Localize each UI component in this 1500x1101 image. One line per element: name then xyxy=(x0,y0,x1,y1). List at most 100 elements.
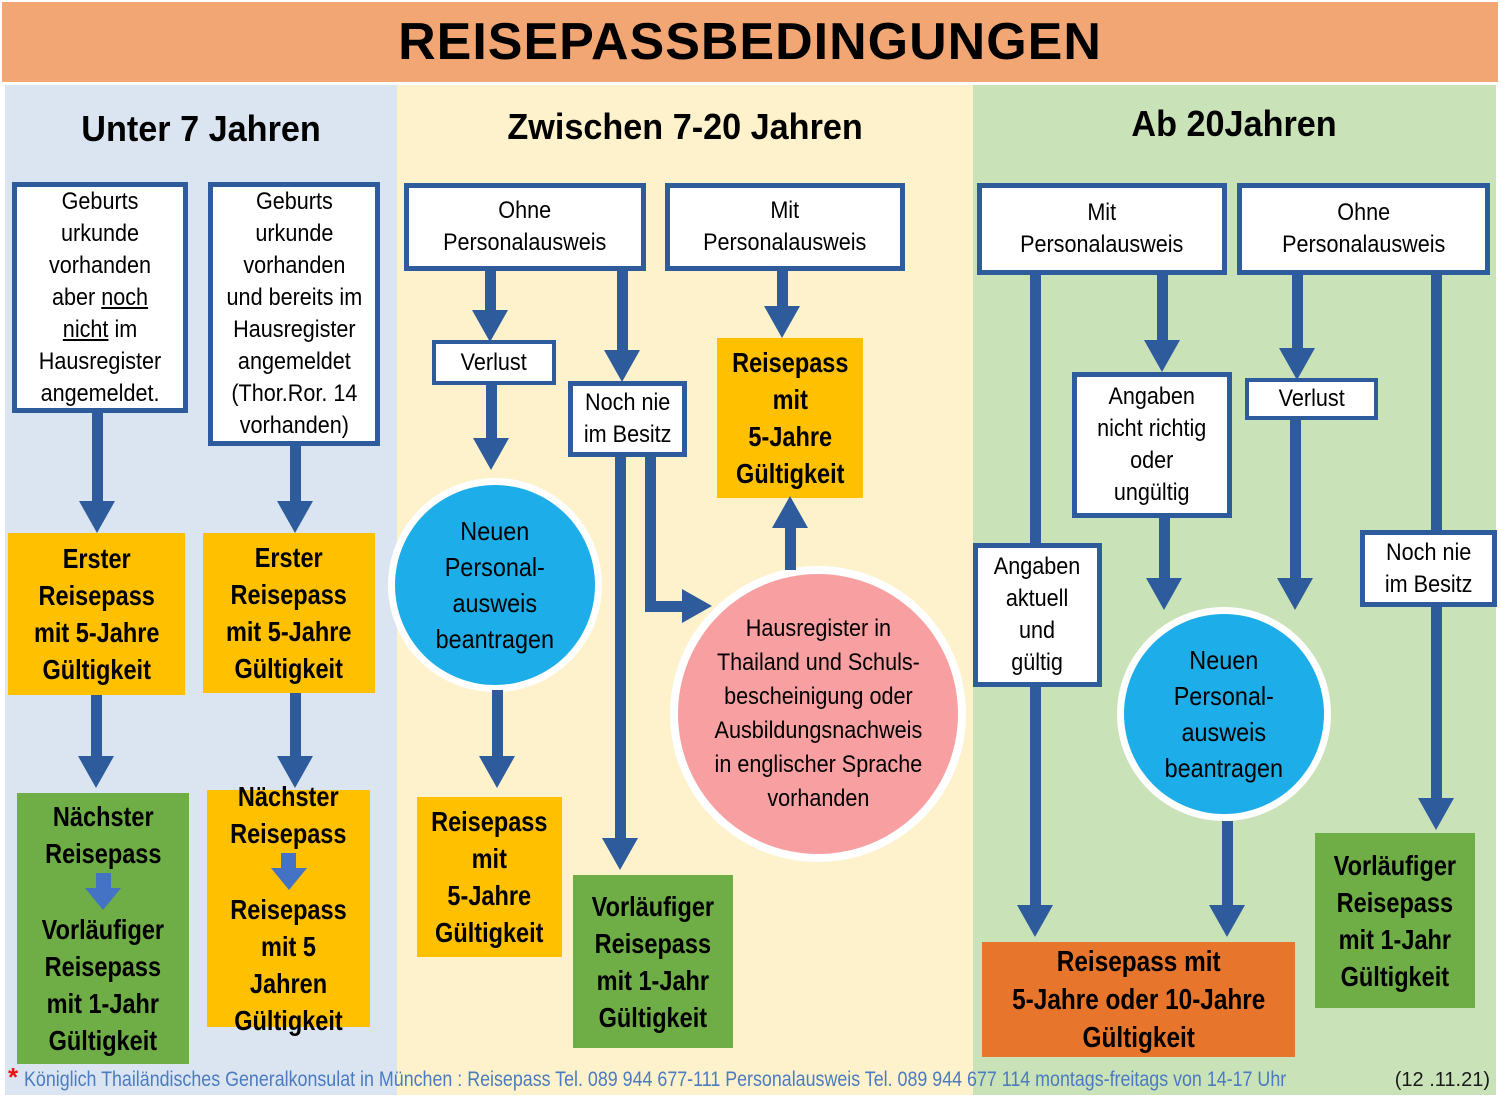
box-reisepass-5-jahre-oben: Reisepass mit 5-Jahre Gültigkeit xyxy=(717,338,863,498)
box-text: Reisepass mit 5-Jahre oder 10-Jahre Gült… xyxy=(1011,945,1266,1054)
arrow-head-down-icon xyxy=(79,501,115,533)
column-header-under-7: Unter 7 Jahren xyxy=(5,108,397,150)
arrow-shaft xyxy=(485,271,496,310)
column-header-text: Unter 7 Jahren xyxy=(81,108,321,149)
arrow-head-down-icon xyxy=(1418,798,1454,830)
box-mit-personalausweis-ab-20: Mit Personalausweis xyxy=(977,183,1227,275)
box-text: Ohne Personalausweis xyxy=(1281,199,1446,258)
box-noch-nie-im-besitz-7-20: Noch nie im Besitz xyxy=(568,381,687,457)
box-angaben-nicht-richtig: Angaben nicht richtig oder ungültig xyxy=(1072,372,1232,518)
arrow-shaft xyxy=(1222,821,1233,905)
column-header-text: Ab 20Jahren xyxy=(1131,103,1338,144)
down-arrow-icon xyxy=(270,853,307,890)
box-verlust-ab-20: Verlust xyxy=(1245,378,1378,420)
arrow-head-down-icon xyxy=(604,350,640,382)
box-text: Geburts urkunde vorhanden aber noch nich… xyxy=(39,186,161,410)
arrow-shaft xyxy=(492,690,503,756)
box-text: Nächster Reisepass xyxy=(44,801,162,869)
box-reisepass-5-jahre-unten: Reisepass mit 5-Jahre Gültigkeit xyxy=(417,797,562,957)
arrow-head-down-icon xyxy=(764,306,800,338)
footer-asterisk: * xyxy=(8,1062,19,1092)
arrow-shaft xyxy=(1290,420,1301,578)
underlined-text: nicht xyxy=(62,315,109,343)
column-header-text: Zwischen 7-20 Jahren xyxy=(507,106,863,147)
box-naechster-reisepass-5-jahre: Nächster Reisepass Reisepass mit 5 Jahre… xyxy=(207,781,370,1036)
arrow-shaft xyxy=(785,528,796,570)
circle-neuer-personalausweis-ab-20: Neuen Personal- ausweis beantragen xyxy=(1117,607,1331,821)
box-text: Reisepass mit 5 Jahren Gültigkeit xyxy=(230,894,347,1036)
arrow-shaft xyxy=(1292,275,1303,348)
box-text: Vorläufiger Reisepass mit 1-Jahr Gültigk… xyxy=(591,890,715,1033)
arrow-head-down-icon xyxy=(1144,340,1180,372)
column-header-7-20: Zwischen 7-20 Jahren xyxy=(397,106,973,148)
box-vorlaeufiger-reisepass-ab-20: Vorläufiger Reisepass mit 1-Jahr Gültigk… xyxy=(1315,833,1475,1008)
box-text: Angaben nicht richtig oder ungültig xyxy=(1097,383,1207,506)
box-text: Erster Reisepass mit 5-Jahre Gültigkeit xyxy=(226,542,352,684)
column-header-over-20: Ab 20Jahren xyxy=(973,103,1496,145)
arrow-head-down-icon xyxy=(602,838,638,870)
box-text: Noch nie im Besitz xyxy=(1384,538,1473,598)
box-text: Vorläufiger Reisepass mit 1-Jahr Gültigk… xyxy=(1333,849,1457,992)
arrow-head-down-icon xyxy=(78,756,114,788)
box-mit-personalausweis-7-20: Mit Personalausweis xyxy=(665,183,905,271)
box-reisepass-5-oder-10-jahre: Reisepass mit 5-Jahre oder 10-Jahre Gült… xyxy=(982,942,1295,1057)
circle-neuer-personalausweis-7-20: Neuen Personal- ausweis beantragen xyxy=(388,478,602,692)
arrow-head-down-icon xyxy=(473,438,509,470)
box-text: Mit Personalausweis xyxy=(1020,199,1184,258)
down-arrow-icon xyxy=(85,873,121,910)
arrow-shaft xyxy=(1431,275,1442,530)
arrow-head-down-icon xyxy=(277,756,313,788)
arrow-head-up-icon xyxy=(772,496,808,528)
arrow-head-down-icon xyxy=(479,756,515,788)
box-text: Reisepass mit 5-Jahre Gültigkeit xyxy=(431,806,548,948)
box-text: Mit Personalausweis xyxy=(703,197,867,256)
box-text: Verlust xyxy=(460,348,528,376)
circle-inner: Neuen Personal- ausweis beantragen xyxy=(395,485,595,685)
box-text: Geburts urkunde vorhanden und bereits im… xyxy=(226,188,362,439)
circle-inner: Neuen Personal- ausweis beantragen xyxy=(1124,614,1324,814)
box-erster-reisepass-rechts: Erster Reisepass mit 5-Jahre Gültigkeit xyxy=(203,533,375,693)
box-ohne-personalausweis-ab-20: Ohne Personalausweis xyxy=(1237,183,1490,275)
arrow-shaft xyxy=(777,271,788,306)
arrow-head-down-icon xyxy=(472,310,508,342)
circle-inner: Hausregister in Thailand und Schuls- bes… xyxy=(678,574,958,854)
box-geburtsurkunde-registriert: Geburts urkunde vorhanden und bereits im… xyxy=(208,182,380,446)
arrow-shaft xyxy=(617,271,628,350)
arrow-head-down-icon xyxy=(1279,348,1315,380)
arrow-head-down-icon xyxy=(1209,905,1245,937)
arrow-shaft xyxy=(1159,518,1170,578)
arrow-shaft xyxy=(486,385,497,438)
underlined-text: noch xyxy=(101,283,149,311)
box-text: Verlust xyxy=(1278,385,1345,412)
box-erster-reisepass-links: Erster Reisepass mit 5-Jahre Gültigkeit xyxy=(8,533,185,695)
box-angaben-aktuell-gueltig: Angaben aktuell und gültig xyxy=(973,543,1102,687)
arrow-head-down-icon xyxy=(1017,905,1053,937)
box-text: Noch nie im Besitz xyxy=(583,389,672,448)
title-bar: REISEPASSBEDINGUNGEN xyxy=(2,2,1498,82)
arrow-shaft xyxy=(615,457,626,838)
arrow-head-down-icon xyxy=(1146,578,1182,610)
circle-text: Neuen Personal- ausweis beantragen xyxy=(1164,645,1284,783)
box-text: Ohne Personalausweis xyxy=(443,197,607,256)
arrow-shaft xyxy=(1157,275,1168,340)
box-ohne-personalausweis-7-20: Ohne Personalausweis xyxy=(404,183,646,271)
text-segment: im Hausregister angemeldet. xyxy=(38,315,162,407)
box-text: Reisepass mit 5-Jahre Gültigkeit xyxy=(731,347,849,489)
arrow-shaft xyxy=(92,413,103,501)
text-segment: Geburts urkunde vorhanden aber xyxy=(48,187,152,311)
footer-date: (12 .11.21) xyxy=(1394,1069,1490,1091)
circle-hausregister-nachweis: Hausregister in Thailand und Schuls- bes… xyxy=(670,566,966,862)
footer-consulate-info: Königlich Thailändisches Generalkonsulat… xyxy=(24,1068,1287,1091)
arrow-shaft xyxy=(645,601,682,612)
box-vorlaeufiger-reisepass-7-20: Vorläufiger Reisepass mit 1-Jahr Gültigk… xyxy=(573,875,733,1048)
box-geburtsurkunde-nicht-registriert: Geburts urkunde vorhanden aber noch nich… xyxy=(12,182,188,413)
box-text: Vorläufiger Reisepass mit 1-Jahr Gültigk… xyxy=(41,914,165,1056)
arrow-head-down-icon xyxy=(1277,578,1313,610)
arrow-shaft xyxy=(290,693,301,756)
arrow-shaft xyxy=(290,446,301,501)
arrow-shaft xyxy=(1431,607,1442,798)
circle-text: Neuen Personal- ausweis beantragen xyxy=(435,516,555,654)
box-verlust-7-20: Verlust xyxy=(432,340,556,385)
arrow-shaft xyxy=(91,695,102,756)
